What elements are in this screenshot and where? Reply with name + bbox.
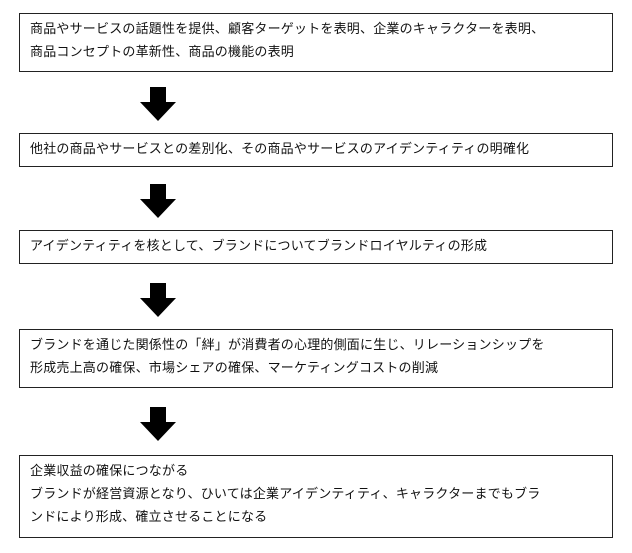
down-arrow-icon bbox=[140, 283, 176, 317]
step-box-4: ブランドを通じた関係性の「絆」が消費者の心理的側面に生じ、リレーションシップを … bbox=[19, 329, 613, 388]
step-5-line-3: ンドにより形成、確立させることになる bbox=[30, 510, 268, 525]
down-arrow-icon bbox=[140, 87, 176, 121]
step-4-line-1: ブランドを通じた関係性の「絆」が消費者の心理的側面に生じ、リレーションシップを bbox=[30, 338, 545, 353]
step-box-1: 商品やサービスの話題性を提供、顧客ターゲットを表明、企業のキャラクターを表明、 … bbox=[19, 13, 613, 72]
step-box-5: 企業収益の確保につながる ブランドが経営資源となり、ひいては企業アイデンティティ… bbox=[19, 455, 613, 538]
step-3-line-1: アイデンティティを核として、ブランドについてブランドロイヤルティの形成 bbox=[30, 239, 488, 254]
step-box-2: 他社の商品やサービスとの差別化、その商品やサービスのアイデンティティの明確化 bbox=[19, 133, 613, 167]
step-box-3: アイデンティティを核として、ブランドについてブランドロイヤルティの形成 bbox=[19, 230, 613, 264]
step-1-line-2: 商品コンセプトの革新性、商品の機能の表明 bbox=[30, 45, 295, 60]
step-4-line-2: 形成売上高の確保、市場シェアの確保、マーケティングコストの削減 bbox=[30, 361, 439, 376]
step-5-line-2: ブランドが経営資源となり、ひいては企業アイデンティティ、キャラクターまでもブラ bbox=[30, 487, 541, 502]
step-1-line-1: 商品やサービスの話題性を提供、顧客ターゲットを表明、企業のキャラクターを表明、 bbox=[30, 22, 545, 37]
down-arrow-icon bbox=[140, 184, 176, 218]
step-2-line-1: 他社の商品やサービスとの差別化、その商品やサービスのアイデンティティの明確化 bbox=[30, 142, 530, 157]
down-arrow-icon bbox=[140, 407, 176, 441]
step-5-line-1: 企業収益の確保につながる bbox=[30, 464, 189, 479]
